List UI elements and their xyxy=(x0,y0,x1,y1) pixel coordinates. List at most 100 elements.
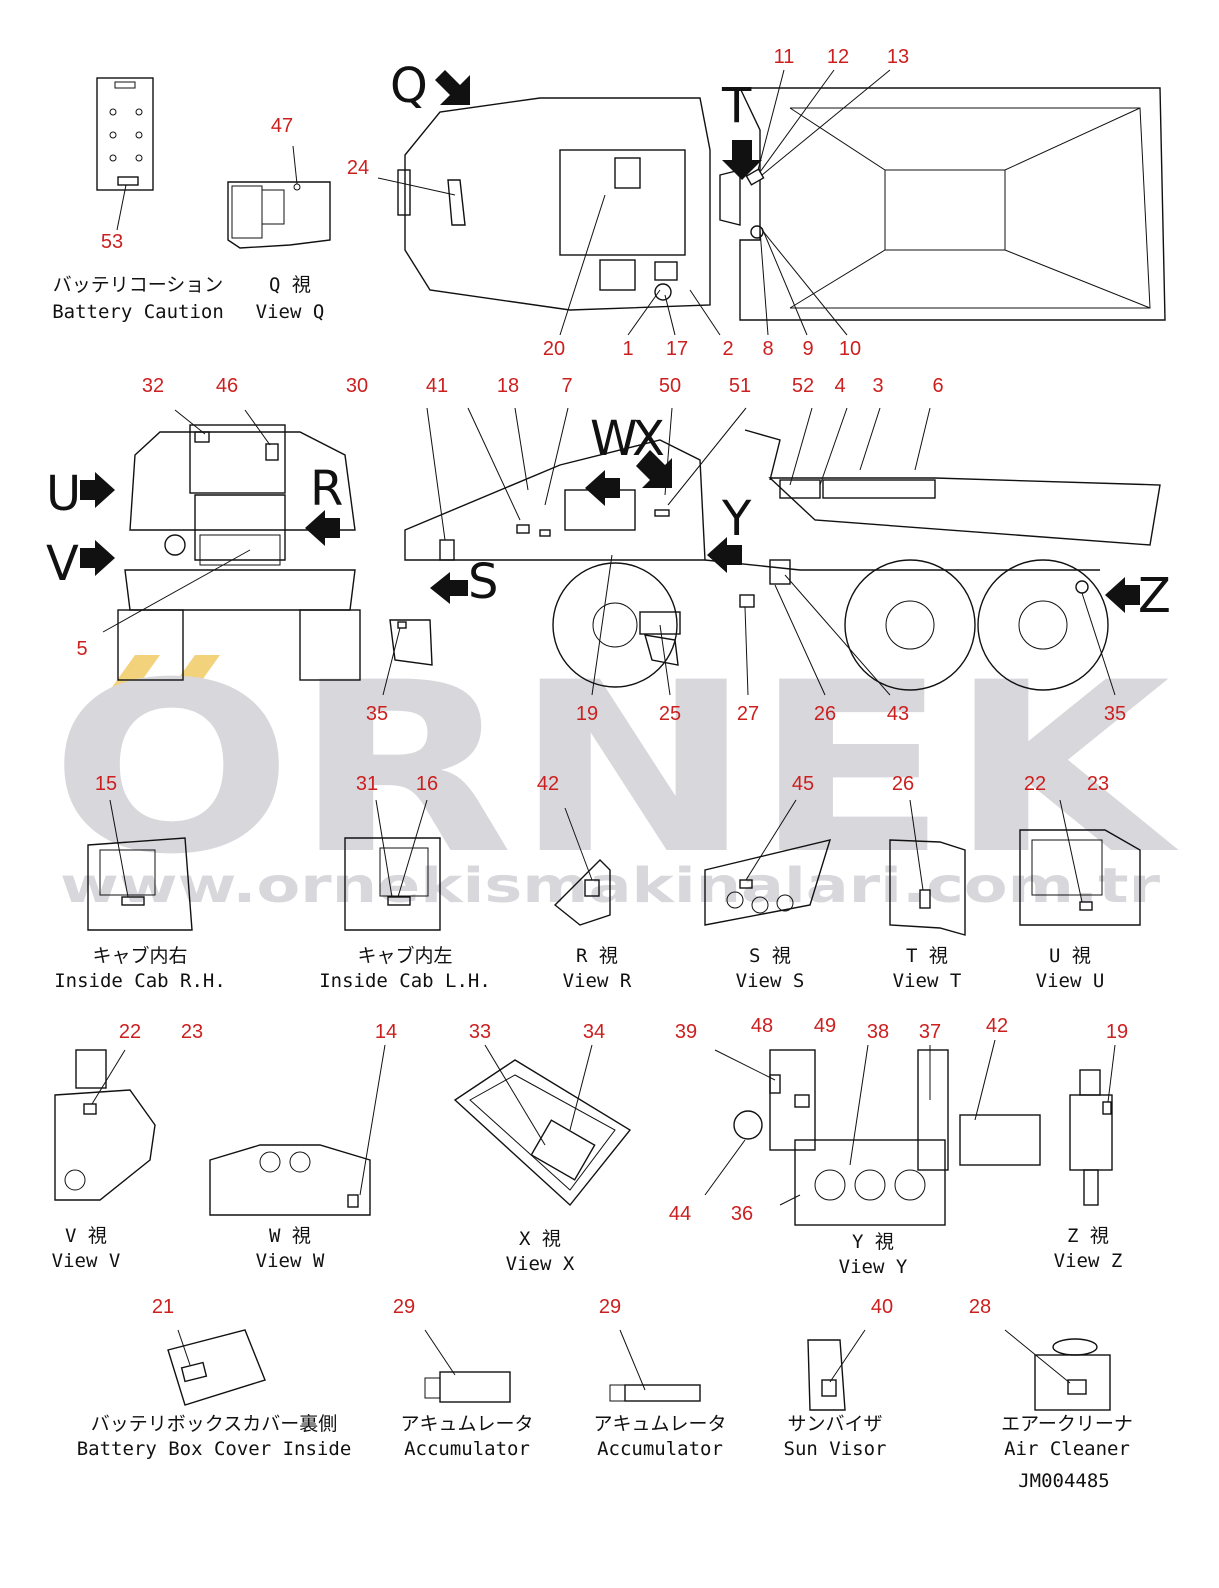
callout-numbers: 11 12 13 47 24 53 20 1 17 2 8 9 10 32 46… xyxy=(76,46,1128,1318)
view-z-drawing xyxy=(1069,1044,1116,1206)
caption-view-x-jp: X 視 xyxy=(519,1228,561,1250)
inside-cab-lh-drawing xyxy=(344,799,441,931)
caption-view-t-jp: T 視 xyxy=(906,945,948,967)
callout-29b: 29 xyxy=(599,1296,621,1318)
callout-33: 33 xyxy=(469,1021,491,1043)
callout-51: 51 xyxy=(729,375,751,397)
caption-air-cleaner-en: Air Cleaner xyxy=(1004,1438,1130,1460)
caption-view-q-jp: Q 視 xyxy=(269,274,311,296)
caption-accumulator-2-en: Accumulator xyxy=(597,1438,723,1460)
callout-46: 46 xyxy=(216,375,238,397)
caption-view-v-en: View V xyxy=(52,1250,121,1272)
callout-36: 36 xyxy=(731,1203,753,1225)
callout-42a: 42 xyxy=(537,773,559,795)
sun-visor-drawing xyxy=(807,1329,866,1411)
callout-18: 18 xyxy=(497,375,519,397)
accumulator-2-drawing xyxy=(609,1329,701,1402)
callout-20: 20 xyxy=(543,338,565,360)
callout-2: 2 xyxy=(722,338,733,360)
caption-sun-visor-jp: サンバイザ xyxy=(787,1413,882,1435)
callout-27: 27 xyxy=(737,703,759,725)
view-letter-q: Q xyxy=(390,58,428,114)
caption-view-u-jp: U 視 xyxy=(1049,945,1091,967)
caption-accumulator-2-jp: アキュムレータ xyxy=(593,1413,726,1435)
captions: バッテリコーション Battery Caution Q 視 View Q キャブ… xyxy=(52,274,1133,1492)
side-view-truck xyxy=(382,407,1161,696)
callout-45: 45 xyxy=(792,773,814,795)
caption-battery-box-en: Battery Box Cover Inside xyxy=(77,1438,352,1460)
callout-37: 37 xyxy=(919,1021,941,1043)
caption-view-w-en: View W xyxy=(256,1250,325,1272)
callout-47: 47 xyxy=(271,115,293,137)
watermark: ORNEK www.ornekismakinalari.com.tr xyxy=(50,633,1180,914)
view-letter-z: Z xyxy=(1138,568,1171,624)
inside-cab-rh-drawing xyxy=(87,799,193,931)
caption-battery-caution-jp: バッテリコーション xyxy=(53,274,224,296)
watermark-logo: ORNEK xyxy=(50,633,1180,906)
callout-31: 31 xyxy=(356,773,378,795)
caption-battery-caution-en: Battery Caution xyxy=(52,301,224,323)
watermark-accent xyxy=(110,655,160,690)
callout-23b: 23 xyxy=(181,1021,203,1043)
view-y-drawing xyxy=(704,1039,1041,1226)
view-x-drawing xyxy=(453,1044,632,1207)
caption-view-s-jp: S 視 xyxy=(749,945,791,967)
caption-view-w-jp: W 視 xyxy=(269,1225,311,1247)
caption-view-y-en: View Y xyxy=(839,1256,908,1278)
callout-19b: 19 xyxy=(1106,1021,1128,1043)
callout-44: 44 xyxy=(669,1203,691,1225)
battery-caution-drawing xyxy=(96,77,154,231)
caption-view-r-en: View R xyxy=(563,970,632,992)
view-u-drawing xyxy=(1019,799,1141,926)
callout-10: 10 xyxy=(839,338,861,360)
callout-6: 6 xyxy=(932,375,943,397)
callout-35b: 35 xyxy=(1104,703,1126,725)
view-letter-u: U xyxy=(46,466,81,522)
caption-accumulator-1-jp: アキュムレータ xyxy=(400,1413,533,1435)
view-s-drawing xyxy=(704,799,832,926)
callout-42b: 42 xyxy=(986,1015,1008,1037)
caption-inside-cab-rh-en: Inside Cab R.H. xyxy=(54,970,226,992)
view-letter-y: Y xyxy=(721,491,752,547)
callout-3: 3 xyxy=(872,375,883,397)
callout-25: 25 xyxy=(659,703,681,725)
callout-23a: 23 xyxy=(1087,773,1109,795)
caption-accumulator-1-en: Accumulator xyxy=(404,1438,530,1460)
callout-28: 28 xyxy=(969,1296,991,1318)
callout-41: 41 xyxy=(426,375,448,397)
callout-49: 49 xyxy=(814,1015,836,1037)
view-letter-w: W xyxy=(590,411,637,467)
top-view-truck xyxy=(377,69,1166,336)
caption-view-u-en: View U xyxy=(1036,970,1105,992)
caption-battery-box-jp: バッテリボックスカバー裏側 xyxy=(91,1413,337,1435)
view-letter-t: T xyxy=(721,78,752,134)
callout-17: 17 xyxy=(666,338,688,360)
view-q-drawing xyxy=(227,145,331,249)
caption-view-z-en: View Z xyxy=(1054,1250,1123,1272)
caption-view-v-jp: V 視 xyxy=(65,1225,107,1247)
view-w-drawing xyxy=(209,1044,386,1216)
callout-15: 15 xyxy=(95,773,117,795)
callout-1: 1 xyxy=(622,338,633,360)
callout-12: 12 xyxy=(827,46,849,68)
view-letters: Q T U V R W X Y S Z xyxy=(46,58,1171,624)
callout-48: 48 xyxy=(751,1015,773,1037)
callout-22a: 22 xyxy=(1024,773,1046,795)
callout-11: 11 xyxy=(774,46,795,68)
callout-26a: 26 xyxy=(814,703,836,725)
callout-35a: 35 xyxy=(366,703,388,725)
caption-view-y-jp: Y 視 xyxy=(852,1231,894,1253)
watermark-accent xyxy=(170,655,220,690)
caption-view-t-en: View T xyxy=(893,970,962,992)
view-letter-v: V xyxy=(46,536,79,592)
callout-30: 30 xyxy=(346,375,368,397)
callout-52: 52 xyxy=(792,375,814,397)
callout-13: 13 xyxy=(887,46,909,68)
callout-43: 43 xyxy=(887,703,909,725)
view-letter-x: X xyxy=(632,411,665,467)
callout-8: 8 xyxy=(762,338,773,360)
caption-view-x-en: View X xyxy=(506,1253,575,1275)
callout-34: 34 xyxy=(583,1021,605,1043)
